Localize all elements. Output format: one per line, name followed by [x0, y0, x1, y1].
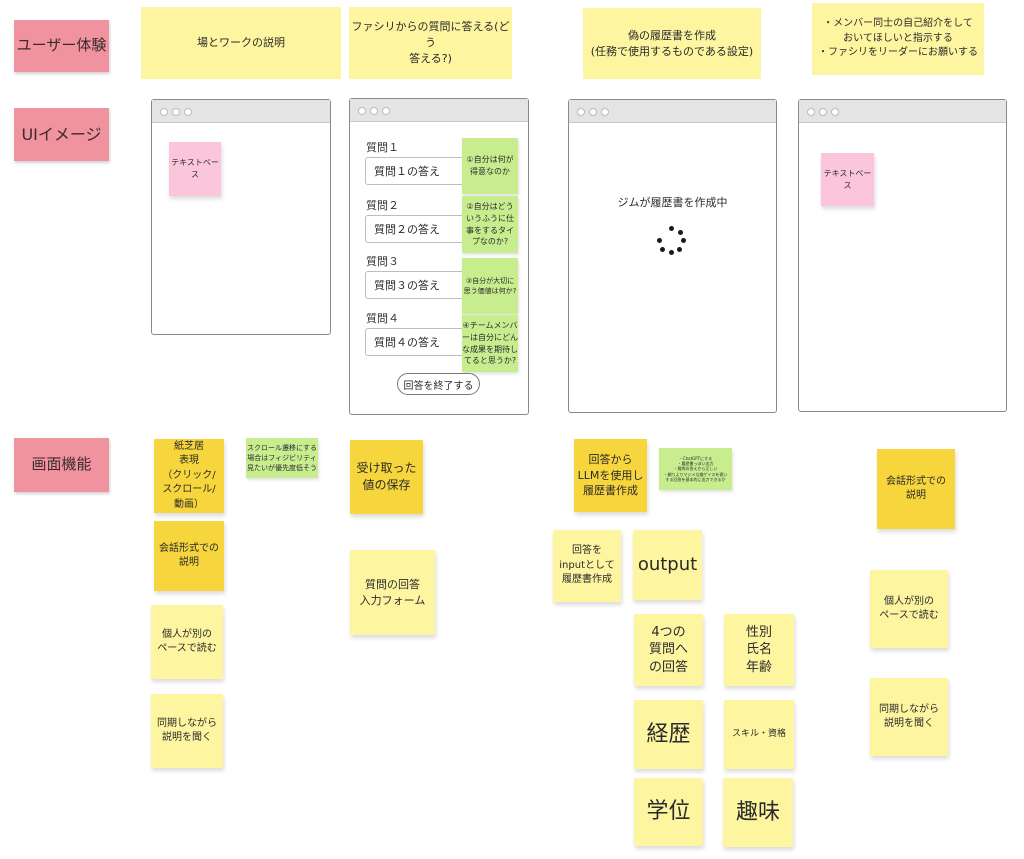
- window-dot-icon: [577, 108, 585, 116]
- hint-note-q4[interactable]: ④チームメンバ ーは自分にどん な成果を期待し てると思うか?: [462, 315, 518, 372]
- function-note-hobby[interactable]: 趣味: [723, 778, 793, 847]
- function-note-answer-form[interactable]: 質問の回答 入力フォーム: [350, 550, 435, 635]
- window-titlebar: [799, 100, 1006, 123]
- ux-note-venue-explanation[interactable]: 場とワークの説明: [141, 7, 341, 79]
- function-note-individual-pace-4[interactable]: 個人が別の ペースで読む: [870, 570, 948, 648]
- function-note-four-answers[interactable]: 4つの 質問へ の回答: [634, 614, 703, 686]
- window-dot-icon: [601, 108, 609, 116]
- ux-note-self-introduction[interactable]: ・メンバー同士の自己紹介をして おいてほしいと指示する ・ファシリをリーダーにお…: [812, 3, 984, 75]
- function-note-llm-details[interactable]: ・ChatGPTにする ・履歴書っぽい出力 ・質問の答えから正しい ・頼りよりマ…: [659, 448, 732, 490]
- ui-frame-3: [568, 99, 777, 413]
- function-note-scroll-feasibility[interactable]: スクロール遷移にする 場合はフィジビリティ 見たいが優先度低そう: [246, 438, 318, 478]
- window-dot-icon: [819, 108, 827, 116]
- window-dot-icon: [172, 108, 180, 116]
- hint-note-q1[interactable]: ①自分は何が 得意なのか: [462, 138, 518, 194]
- function-note-llm-resume[interactable]: 回答から LLMを使用し 履歴書作成: [574, 439, 647, 512]
- question-label-3: 質問３: [366, 255, 399, 268]
- answer-input-1[interactable]: 質問１の答え: [365, 157, 469, 185]
- ui-frame-1: [151, 99, 331, 335]
- function-note-sync-1[interactable]: 同期しながら 説明を聞く: [151, 694, 223, 768]
- function-note-save-values[interactable]: 受け取った 値の保存: [350, 440, 423, 514]
- window-dot-icon: [370, 107, 378, 115]
- window-dot-icon: [807, 108, 815, 116]
- function-note-sync-4[interactable]: 同期しながら 説明を聞く: [870, 678, 948, 756]
- window-dot-icon: [382, 107, 390, 115]
- hint-note-q2[interactable]: ②自分はどう いうふうに仕 事をするタイ プなのか?: [462, 196, 518, 253]
- resume-creating-status: ジムが履歴書を作成中: [617, 196, 728, 209]
- window-dot-icon: [358, 107, 366, 115]
- answer-input-2[interactable]: 質問２の答え: [365, 215, 469, 243]
- window-dot-icon: [831, 108, 839, 116]
- window-titlebar: [152, 100, 330, 123]
- function-note-kamishibai[interactable]: 紙芝居 表現 （クリック/ スクロール/ 動画）: [154, 439, 224, 513]
- window-titlebar: [569, 100, 776, 123]
- question-label-4: 質問４: [366, 312, 399, 325]
- function-note-profile[interactable]: 性別 氏名 年齢: [724, 614, 794, 686]
- row-label-user-experience[interactable]: ユーザー体験: [14, 20, 109, 72]
- loading-spinner-icon: [657, 226, 687, 256]
- function-note-output[interactable]: output: [633, 530, 702, 600]
- row-label-ui-image[interactable]: UIイメージ: [14, 108, 109, 161]
- function-note-career[interactable]: 経歴: [634, 700, 703, 769]
- function-note-skills[interactable]: スキル・資格: [724, 700, 794, 769]
- window-dot-icon: [184, 108, 192, 116]
- function-note-input-answers[interactable]: 回答を inputとして 履歴書作成: [553, 530, 621, 602]
- row-label-screen-function[interactable]: 画面機能: [14, 438, 109, 492]
- hint-note-q3[interactable]: ③自分が大切に 思う価値は何か?: [462, 258, 518, 314]
- function-note-education[interactable]: 学位: [634, 778, 703, 846]
- ui-frame-4: [798, 99, 1007, 412]
- answer-input-4[interactable]: 質問４の答え: [365, 328, 469, 356]
- question-label-2: 質問２: [366, 199, 399, 212]
- function-note-conversation-1[interactable]: 会話形式での 説明: [154, 521, 224, 591]
- finish-answer-button[interactable]: 回答を終了する: [397, 373, 480, 395]
- answer-input-3[interactable]: 質問３の答え: [365, 271, 469, 299]
- ui-note-text-based-4[interactable]: テキストベース: [821, 153, 874, 206]
- function-note-conversation-4[interactable]: 会話形式での 説明: [877, 449, 955, 529]
- ux-note-fake-resume[interactable]: 偽の履歴書を作成 (任務で使用するものである設定): [583, 8, 761, 79]
- ux-note-answer-questions[interactable]: ファシリからの質問に答える(どう 答える?): [349, 7, 512, 79]
- function-note-individual-pace-1[interactable]: 個人が別の ペースで読む: [151, 605, 223, 679]
- window-dot-icon: [589, 108, 597, 116]
- window-dot-icon: [160, 108, 168, 116]
- question-label-1: 質問１: [366, 141, 399, 154]
- ui-note-text-based-1[interactable]: テキストベース: [169, 142, 221, 196]
- window-titlebar: [350, 99, 528, 122]
